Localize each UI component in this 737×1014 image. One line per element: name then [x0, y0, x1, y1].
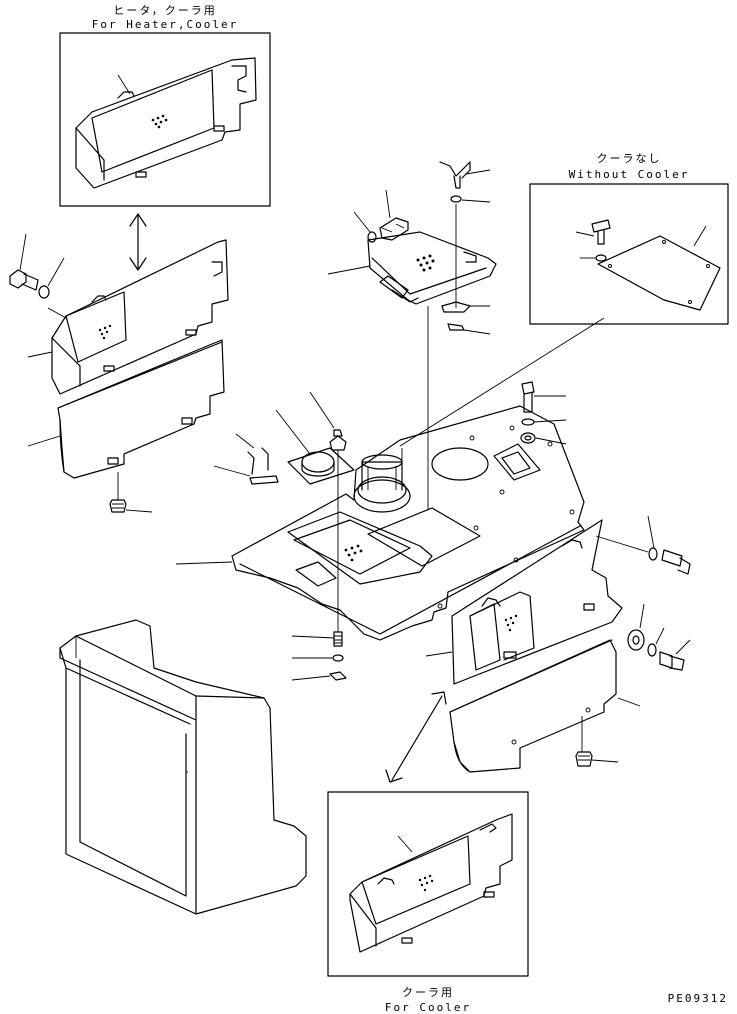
- vent-dots: [98, 324, 112, 340]
- vent-dots: [416, 254, 435, 272]
- link-arrow-bottom: [385, 691, 447, 783]
- wing-bolt: [439, 161, 491, 335]
- vent-dots: [344, 544, 363, 562]
- engine-cover: [231, 405, 585, 641]
- vent-dots: [151, 114, 168, 129]
- cooler-label-jp: クーラ用: [402, 986, 454, 999]
- hose-clamp: [213, 433, 279, 485]
- vent-dots: [504, 614, 518, 632]
- left-side-panel-lower: [27, 339, 225, 479]
- without-cooler-label-en: Without Cooler: [568, 168, 690, 181]
- detail-box-without-cooler: [399, 183, 729, 447]
- right-side-panel-lower: [449, 639, 641, 773]
- nut-left: [109, 472, 153, 513]
- cooler-label-en: For Cooler: [384, 1001, 472, 1014]
- bolt-right-lower: [627, 603, 691, 671]
- heater-cooler-label-jp: ヒータ，クーラ用: [113, 4, 217, 17]
- left-side-panel-upper: [27, 239, 229, 395]
- bolt-right-top: [520, 381, 567, 445]
- radiator-guard: [59, 619, 307, 915]
- right-side-panel-upper: [425, 519, 623, 685]
- drawing-code: PE09312: [667, 992, 728, 1005]
- vent-dots: [418, 874, 434, 892]
- without-cooler-label-jp: クーラなし: [596, 152, 662, 165]
- bolt-top-plate: [353, 189, 409, 243]
- link-arrow-top: [129, 213, 147, 271]
- top-cover-plate: [327, 231, 497, 305]
- cap-assembly: [275, 391, 355, 632]
- nut-right: [575, 716, 619, 767]
- detail-box-cooler: [327, 791, 529, 977]
- heater-cooler-label-en: For Heater,Cooler: [91, 18, 239, 31]
- detail-box-heater-cooler: [59, 32, 271, 207]
- leader-cover: [175, 561, 233, 565]
- spring-stack: [291, 631, 347, 681]
- bolt-right-upper: [595, 515, 691, 575]
- bolt-left: [9, 233, 65, 299]
